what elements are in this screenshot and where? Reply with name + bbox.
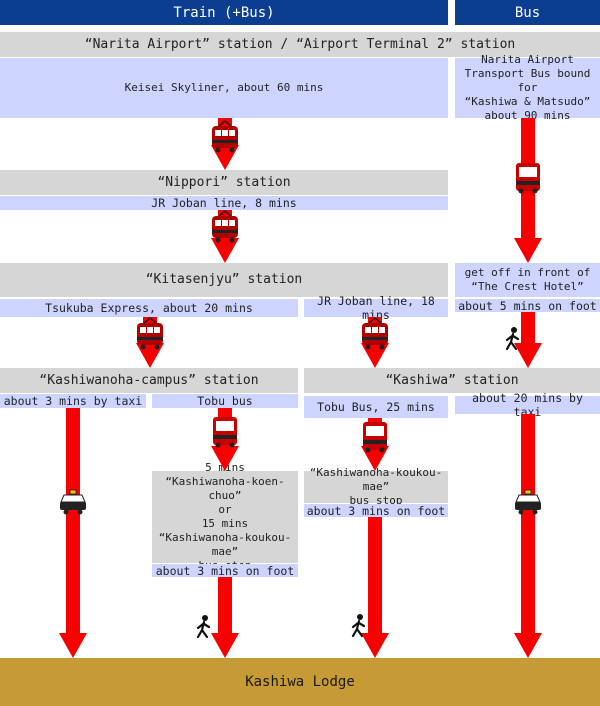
route-skyliner: Keisei Skyliner, about 60 mins <box>0 58 448 118</box>
arrow-taxi-20 <box>521 414 535 633</box>
walk-icon <box>196 613 211 639</box>
route-tsukuba: Tsukuba Express, about 20 mins <box>0 299 298 317</box>
route-foot-3-a: about 3 mins on foot <box>152 564 298 578</box>
arrow-foot-3-b <box>368 517 382 633</box>
bus-stop-box-a: 5 mins “Kashiwanoha-koen-chuo” or 15 min… <box>152 461 298 572</box>
station-kitasenjyu: “Kitasenjyu” station <box>0 263 448 297</box>
station-narita: “Narita Airport” station / “Airport Term… <box>0 32 600 57</box>
route-tobu-bus-25: Tobu Bus, 25 mins <box>304 396 448 418</box>
station-nippori: “Nippori” station <box>0 170 448 195</box>
route-tobu-bus: Tobu bus <box>152 394 298 408</box>
route-crest-get-off: get off in front of “The Crest Hotel” <box>455 263 600 297</box>
header-bus: Bus <box>455 0 600 25</box>
route-taxi-3: about 3 mins by taxi <box>0 394 146 408</box>
station-kashiwanoha-campus: “Kashiwanoha-campus” station <box>0 368 298 393</box>
header-train: Train (+Bus) <box>0 0 448 25</box>
destination-kashiwa-lodge: Kashiwa Lodge <box>0 658 600 706</box>
walk-icon <box>351 612 366 638</box>
bus-icon <box>213 417 237 448</box>
route-joban-8: JR Joban line, 8 mins <box>0 196 448 210</box>
bus-icon <box>516 163 540 194</box>
route-foot-5: about 5 mins on foot <box>455 299 600 313</box>
station-kashiwa: “Kashiwa” station <box>304 368 600 393</box>
arrow-foot-3-a <box>218 577 232 633</box>
route-foot-3-b: about 3 mins on foot <box>304 504 448 518</box>
bus-icon <box>363 422 387 453</box>
arrow-crest-walk <box>521 312 535 343</box>
arrow-taxi-3 <box>66 408 80 633</box>
